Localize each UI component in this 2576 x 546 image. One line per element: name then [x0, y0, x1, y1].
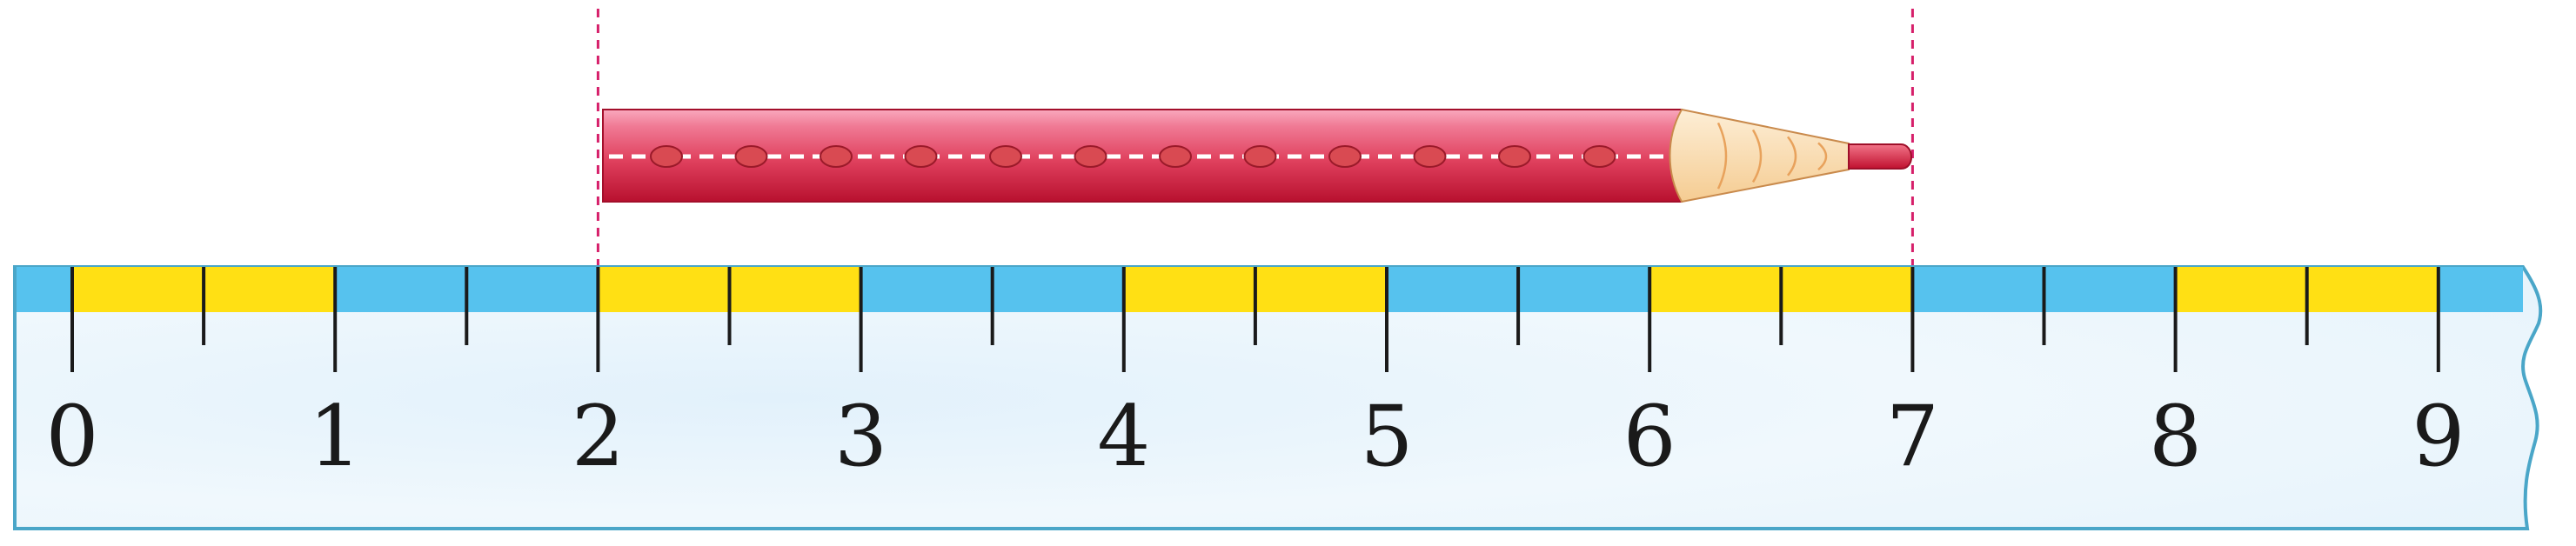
pencil-wood [1669, 108, 1850, 203]
ruler-number-label: 5 [1360, 388, 1413, 485]
pencil-dot [820, 145, 853, 168]
ruler-number-label: 8 [2149, 388, 2202, 485]
pencil-dot [1159, 145, 1192, 168]
ruler-ticks [70, 267, 2440, 372]
ruler: 0 1 2 3 4 5 6 7 8 9 [13, 265, 2543, 530]
ruler-number-label: 1 [309, 388, 362, 485]
pencil-dot [904, 145, 938, 168]
ruler-number-label: 3 [834, 388, 887, 485]
pencil-dot [734, 145, 768, 168]
pencil-dots [650, 145, 1616, 168]
pencil-dot [1582, 145, 1616, 168]
pencil-dot [1074, 145, 1107, 168]
pencil-dot [989, 145, 1022, 168]
pencil [602, 108, 1912, 203]
guide-lines [596, 9, 1914, 267]
pencil-wood-grain [1716, 122, 1828, 190]
ruler-color-bands [17, 267, 2523, 312]
ruler-number-label: 6 [1623, 388, 1676, 485]
ruler-numbers: 0 1 2 3 4 5 6 7 8 9 [45, 388, 2465, 485]
ruler-body [13, 265, 2543, 530]
pencil-dot [1243, 145, 1277, 168]
pencil-dot [1413, 145, 1447, 168]
pencil-wood-line [1787, 136, 1797, 176]
ruler-number-label: 9 [2412, 388, 2465, 485]
pencil-dot [650, 145, 683, 168]
ruler-band-blue [17, 267, 72, 312]
pencil-dot [1498, 145, 1531, 168]
pencil-wood-line [1817, 142, 1828, 171]
ruler-number-label: 0 [45, 388, 98, 485]
pencil-wood-line [1716, 122, 1728, 190]
ruler-number-label: 4 [1097, 388, 1150, 485]
pencil-wood-line [1751, 129, 1763, 183]
ruler-number-label: 2 [572, 388, 625, 485]
pencil-lead [1848, 143, 1912, 170]
ruler-band-blue [2438, 267, 2523, 312]
ruler-number-label: 7 [1886, 388, 1939, 485]
pencil-dot [1328, 145, 1362, 168]
